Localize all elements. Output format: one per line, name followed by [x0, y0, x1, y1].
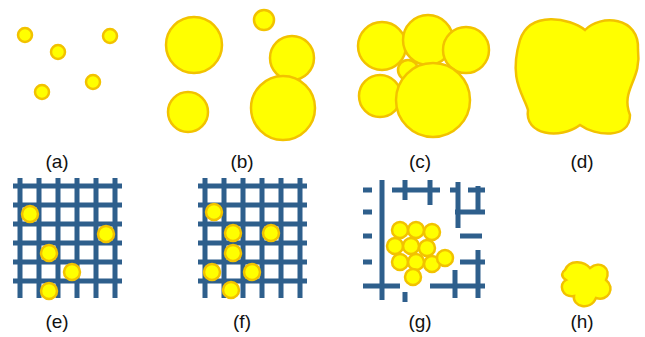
panel-label: (c)	[409, 151, 431, 173]
panel-label: (a)	[45, 151, 68, 173]
panel-label: (h)	[570, 311, 593, 333]
panel-label: (g)	[408, 311, 431, 333]
panel-label: (f)	[233, 311, 251, 333]
panel-label: (d)	[570, 151, 593, 173]
fibre-mesh	[13, 178, 485, 302]
panel-label: (b)	[230, 151, 253, 173]
particles	[18, 10, 638, 140]
particles-in-mesh	[22, 204, 611, 306]
panel-label: (e)	[45, 311, 68, 333]
